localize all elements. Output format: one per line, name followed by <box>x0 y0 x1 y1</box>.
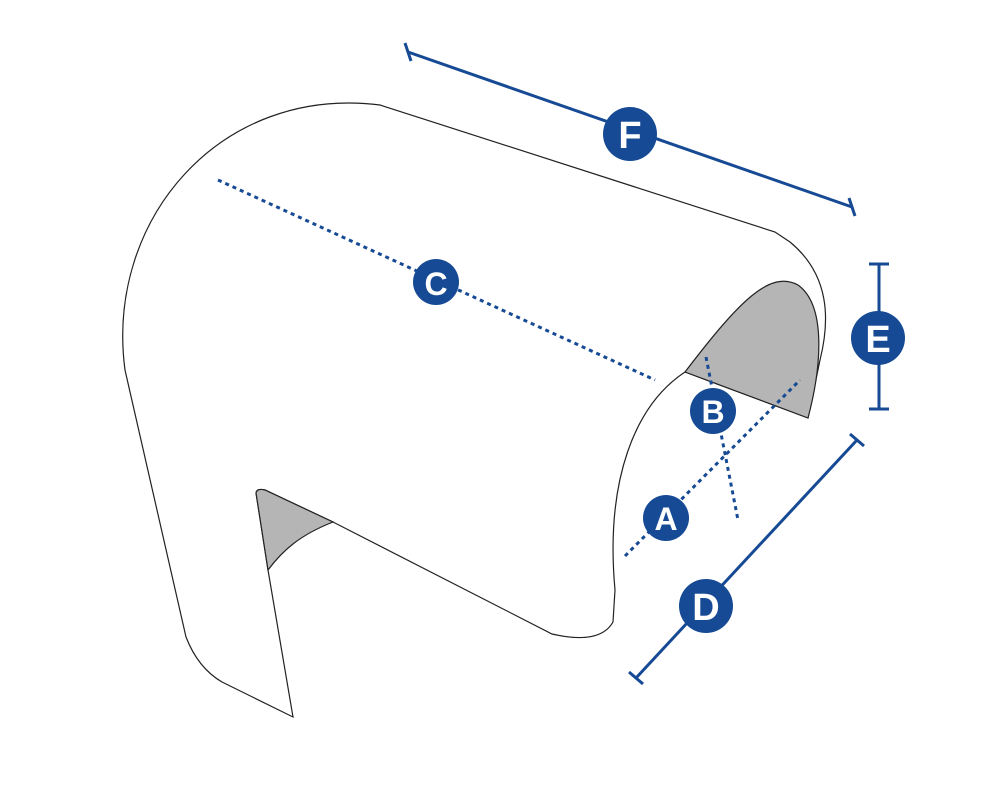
tunnel-opening <box>684 280 820 419</box>
label-a: A <box>654 501 677 537</box>
side-opening <box>255 488 335 572</box>
label-f: F <box>618 115 641 157</box>
dim-b-line <box>704 356 740 521</box>
label-b: B <box>701 394 724 430</box>
label-e: E <box>865 319 890 361</box>
cover-body <box>122 102 827 719</box>
label-c: C <box>424 266 447 302</box>
dim-d-line <box>634 438 859 680</box>
label-d: D <box>692 587 719 629</box>
